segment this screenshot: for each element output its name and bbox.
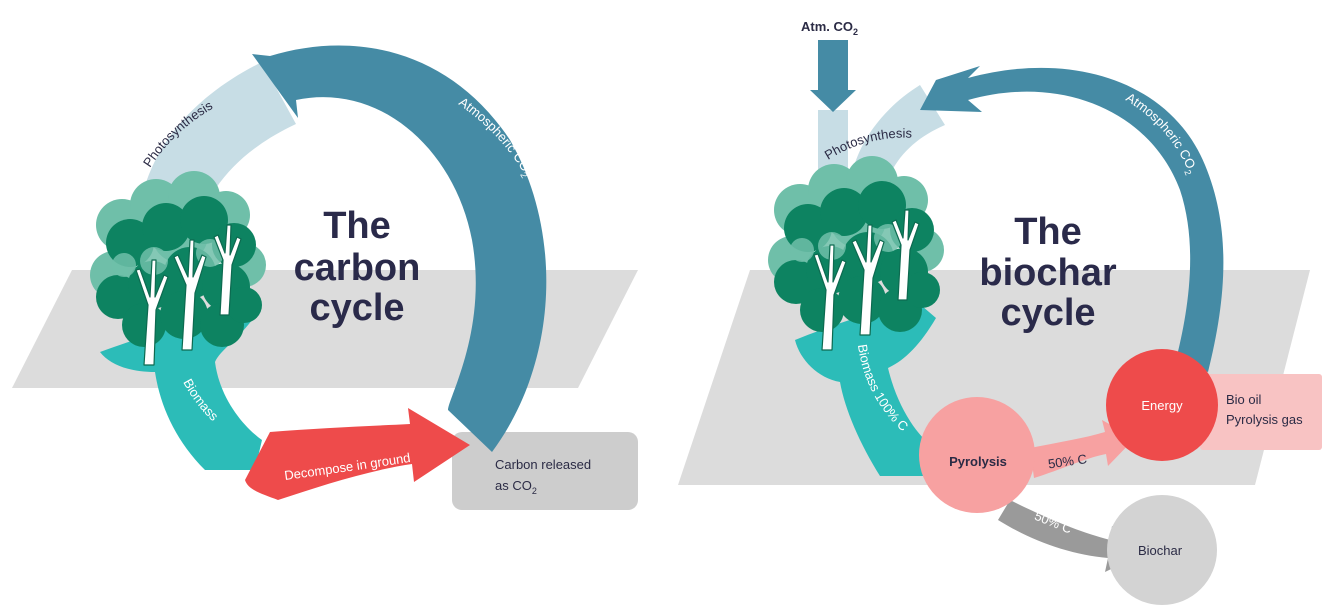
carbon-title-line1: The [323, 205, 391, 247]
biochar-title-line2: biochar [979, 252, 1116, 294]
pyrolysis-to-energy-arrow [1030, 420, 1135, 478]
atm-co2-label: Atm. CO2 [801, 19, 858, 37]
carbon-cycle-panel: The carbon cycle Photosynthesis Atmosphe… [12, 45, 638, 510]
pyrolysis-label: Pyrolysis [949, 454, 1007, 469]
bio-oil-label: Bio oil [1226, 392, 1262, 407]
pyrolysis-to-biochar-arrow [998, 500, 1138, 572]
pyrolysis-circle [919, 397, 1035, 513]
carbon-released-line2: as CO2 [495, 478, 537, 496]
biochar-title-line3: cycle [1000, 292, 1095, 334]
biochar-label: Biochar [1138, 543, 1183, 558]
energy-circle [1106, 349, 1218, 461]
bio-oil-box [1200, 374, 1322, 450]
biochar-title-line1: The [1014, 211, 1082, 253]
carbon-released-line1: Carbon released [495, 457, 591, 472]
carbon-title-line2: carbon [294, 247, 421, 289]
carbon-released-box [452, 432, 638, 510]
atmospheric-co2-arrow-left [252, 45, 547, 452]
pyrolysis-gas-label: Pyrolysis gas [1226, 412, 1303, 427]
atm-co2-down-arrow [810, 40, 856, 112]
decompose-arrow [245, 408, 470, 500]
biochar-circle [1107, 495, 1217, 605]
to-energy-percent: 50% C [1047, 451, 1088, 471]
biochar-cycle-panel: Atm. CO2 The biochar cycle Photosynthesi… [678, 19, 1322, 605]
atmospheric-co2-arrow-right [920, 66, 1224, 372]
energy-label: Energy [1141, 398, 1183, 413]
carbon-title-line3: cycle [309, 287, 404, 329]
